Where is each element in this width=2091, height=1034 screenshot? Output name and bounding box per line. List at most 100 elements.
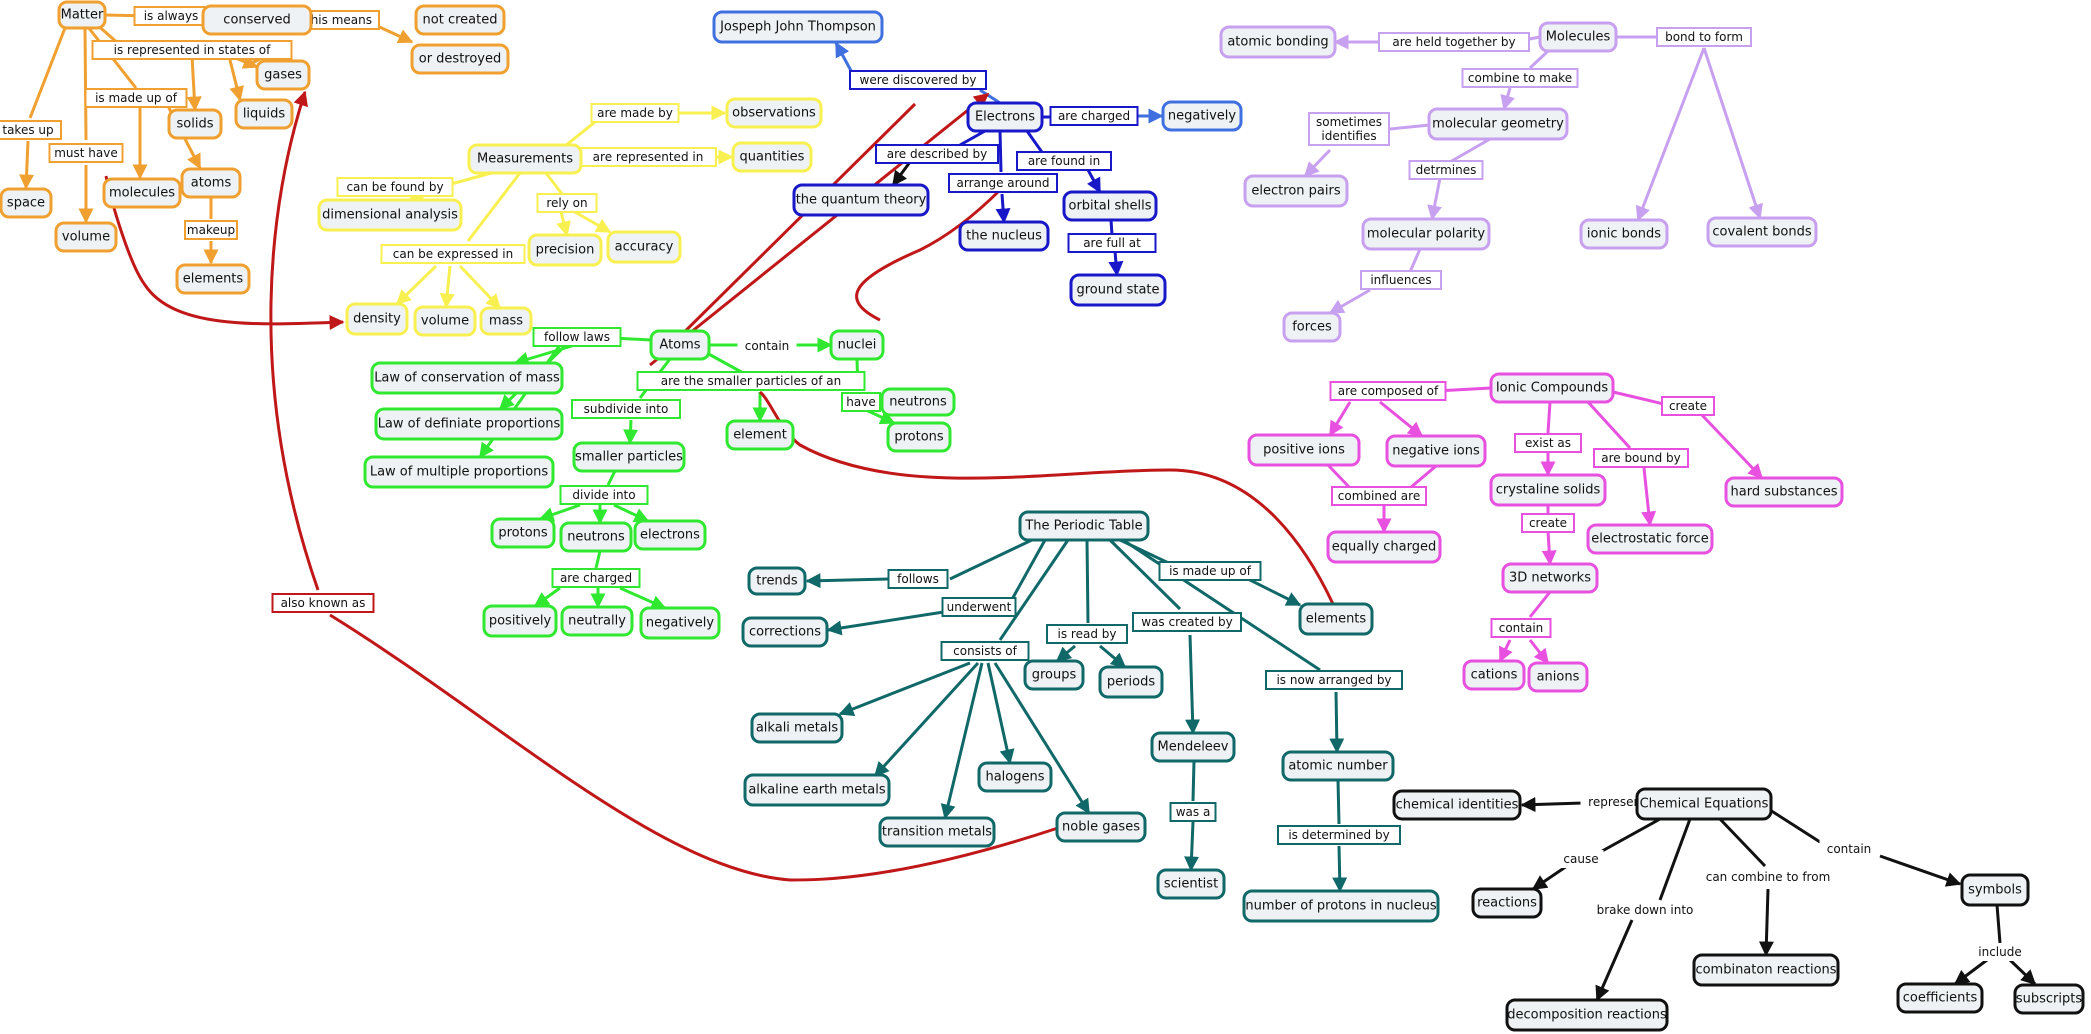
- node-cations[interactable]: cations: [1462, 659, 1526, 691]
- node-text: atoms: [191, 176, 232, 191]
- edge: [1328, 401, 1352, 437]
- node-networks[interactable]: 3D networks: [1501, 562, 1599, 594]
- node-molgeom[interactable]: molecular geometry: [1427, 107, 1569, 141]
- node-groups[interactable]: groups: [1023, 659, 1085, 691]
- node-transition[interactable]: transition metals: [878, 816, 996, 848]
- node-volume-o[interactable]: volume: [54, 221, 118, 253]
- node-observations[interactable]: observations: [725, 97, 823, 129]
- node-law2[interactable]: Law of definiate proportions: [374, 407, 564, 441]
- node-text: neutrons: [567, 530, 625, 545]
- node-noble[interactable]: noble gases: [1055, 811, 1147, 843]
- node-negatively-b[interactable]: negatively: [1161, 100, 1243, 132]
- node-thompson[interactable]: Jospeph John Thompson: [712, 10, 884, 44]
- node-negions[interactable]: negative ions: [1385, 434, 1487, 468]
- node-gases[interactable]: gases: [255, 59, 311, 91]
- node-alkaline[interactable]: alkaline earth metals: [743, 773, 891, 807]
- node-combination[interactable]: combinaton reactions: [1692, 953, 1840, 987]
- node-symbols[interactable]: symbols: [1960, 873, 2030, 907]
- node-anions[interactable]: anions: [1527, 661, 1589, 693]
- node-coefficients[interactable]: coefficients: [1896, 982, 1984, 1014]
- node-text: or destroyed: [419, 52, 502, 67]
- node-periodic[interactable]: The Periodic Table: [1018, 510, 1150, 542]
- node-quantum[interactable]: the quantum theory: [792, 183, 930, 217]
- node-neutrons-g2[interactable]: neutrons: [559, 521, 633, 553]
- node-negatively-g[interactable]: negatively: [639, 606, 721, 640]
- node-electronpairs[interactable]: electron pairs: [1243, 174, 1349, 208]
- node-atomicbonding[interactable]: atomic bonding: [1219, 25, 1337, 59]
- node-crystaline[interactable]: crystaline solids: [1489, 473, 1607, 507]
- node-elements-o[interactable]: elements: [175, 263, 251, 295]
- node-matter[interactable]: Matter: [57, 0, 107, 30]
- node-text: precision: [536, 243, 595, 258]
- node-text: Ionic Compounds: [1496, 381, 1609, 396]
- node-protons-g2[interactable]: protons: [490, 517, 556, 549]
- link-label-text: are the smaller particles of an: [661, 374, 842, 388]
- node-notcreated[interactable]: not created: [414, 4, 506, 36]
- node-quantities[interactable]: quantities: [731, 141, 813, 173]
- node-atomicnumber[interactable]: atomic number: [1281, 750, 1395, 782]
- node-nucleus[interactable]: the nucleus: [958, 220, 1050, 252]
- node-neutrons-g1[interactable]: neutrons: [880, 387, 956, 417]
- node-chemid[interactable]: chemical identities: [1392, 789, 1522, 821]
- node-atoms-g[interactable]: Atoms: [649, 329, 711, 361]
- node-molpolarity[interactable]: molecular polarity: [1361, 217, 1491, 251]
- node-orbital[interactable]: orbital shells: [1062, 190, 1158, 222]
- node-trends[interactable]: trends: [747, 566, 807, 596]
- node-electrons-g[interactable]: electrons: [633, 519, 707, 551]
- node-subscripts[interactable]: subscripts: [2013, 983, 2085, 1015]
- node-dimensional[interactable]: dimensional analysis: [317, 198, 463, 232]
- node-atoms-o[interactable]: atoms: [180, 167, 242, 199]
- node-text: negative ions: [1392, 444, 1480, 459]
- node-corrections[interactable]: corrections: [741, 616, 829, 648]
- node-text: halogens: [985, 770, 1044, 785]
- node-equally[interactable]: equally charged: [1326, 530, 1442, 564]
- node-density[interactable]: density: [345, 302, 409, 336]
- node-box: [1161, 100, 1243, 132]
- node-molecules-p[interactable]: Molecules: [1538, 21, 1618, 53]
- node-forces[interactable]: forces: [1282, 311, 1342, 343]
- node-liquids[interactable]: liquids: [234, 98, 294, 130]
- node-protons-g1[interactable]: protons: [886, 421, 952, 453]
- node-law1[interactable]: Law of conservation of mass: [370, 361, 564, 395]
- node-accuracy[interactable]: accuracy: [606, 230, 682, 264]
- link-label-box: [1661, 396, 1715, 416]
- node-reactions[interactable]: reactions: [1471, 887, 1543, 919]
- node-text: coefficients: [1903, 991, 1978, 1006]
- node-nuclei[interactable]: nuclei: [829, 329, 885, 361]
- node-precision[interactable]: precision: [527, 233, 603, 267]
- node-molecules-o[interactable]: molecules: [102, 177, 182, 209]
- node-solids[interactable]: solids: [167, 108, 223, 140]
- node-ground[interactable]: ground state: [1069, 273, 1167, 307]
- node-periods[interactable]: periods: [1098, 665, 1164, 699]
- node-electrostatic[interactable]: electrostatic force: [1586, 523, 1714, 555]
- node-ionic[interactable]: Ionic Compounds: [1489, 372, 1615, 404]
- node-neutrally[interactable]: neutrally: [560, 605, 634, 637]
- node-ionicbonds[interactable]: ionic bonds: [1579, 218, 1669, 250]
- node-electrons-b[interactable]: Electrons: [966, 101, 1044, 133]
- edge: [649, 92, 990, 367]
- node-law3[interactable]: Law of multiple proportions: [363, 455, 555, 489]
- node-space[interactable]: space: [0, 187, 53, 219]
- node-alkali[interactable]: alkali metals: [750, 712, 844, 744]
- node-volume-y[interactable]: volume: [413, 305, 477, 337]
- node-covalent[interactable]: covalent bonds: [1706, 216, 1818, 248]
- node-halogens[interactable]: halogens: [977, 761, 1053, 793]
- node-elements-t[interactable]: elements: [1298, 602, 1374, 636]
- link-label-text: is determined by: [1288, 828, 1389, 842]
- node-element-g[interactable]: element: [725, 419, 795, 451]
- node-decomposition[interactable]: decomposition reactions: [1505, 998, 1669, 1032]
- node-measurements[interactable]: Measurements: [467, 143, 583, 175]
- node-box: [345, 302, 409, 336]
- node-smaller[interactable]: smaller particles: [572, 441, 686, 473]
- node-mass[interactable]: mass: [479, 306, 533, 336]
- node-numprotons[interactable]: number of protons in nucleus: [1242, 889, 1440, 923]
- node-scientist[interactable]: scientist: [1156, 868, 1226, 900]
- node-cheq[interactable]: Chemical Equations: [1635, 787, 1773, 821]
- node-destroyed[interactable]: or destroyed: [410, 43, 510, 75]
- node-positively[interactable]: positively: [482, 604, 558, 638]
- node-mendeleev[interactable]: Mendeleev: [1150, 731, 1236, 763]
- node-conserved[interactable]: conserved: [201, 4, 313, 36]
- node-posions[interactable]: positive ions: [1247, 433, 1361, 467]
- link-label-isreadby: is read by: [1046, 624, 1128, 644]
- node-hard[interactable]: hard substances: [1724, 476, 1844, 508]
